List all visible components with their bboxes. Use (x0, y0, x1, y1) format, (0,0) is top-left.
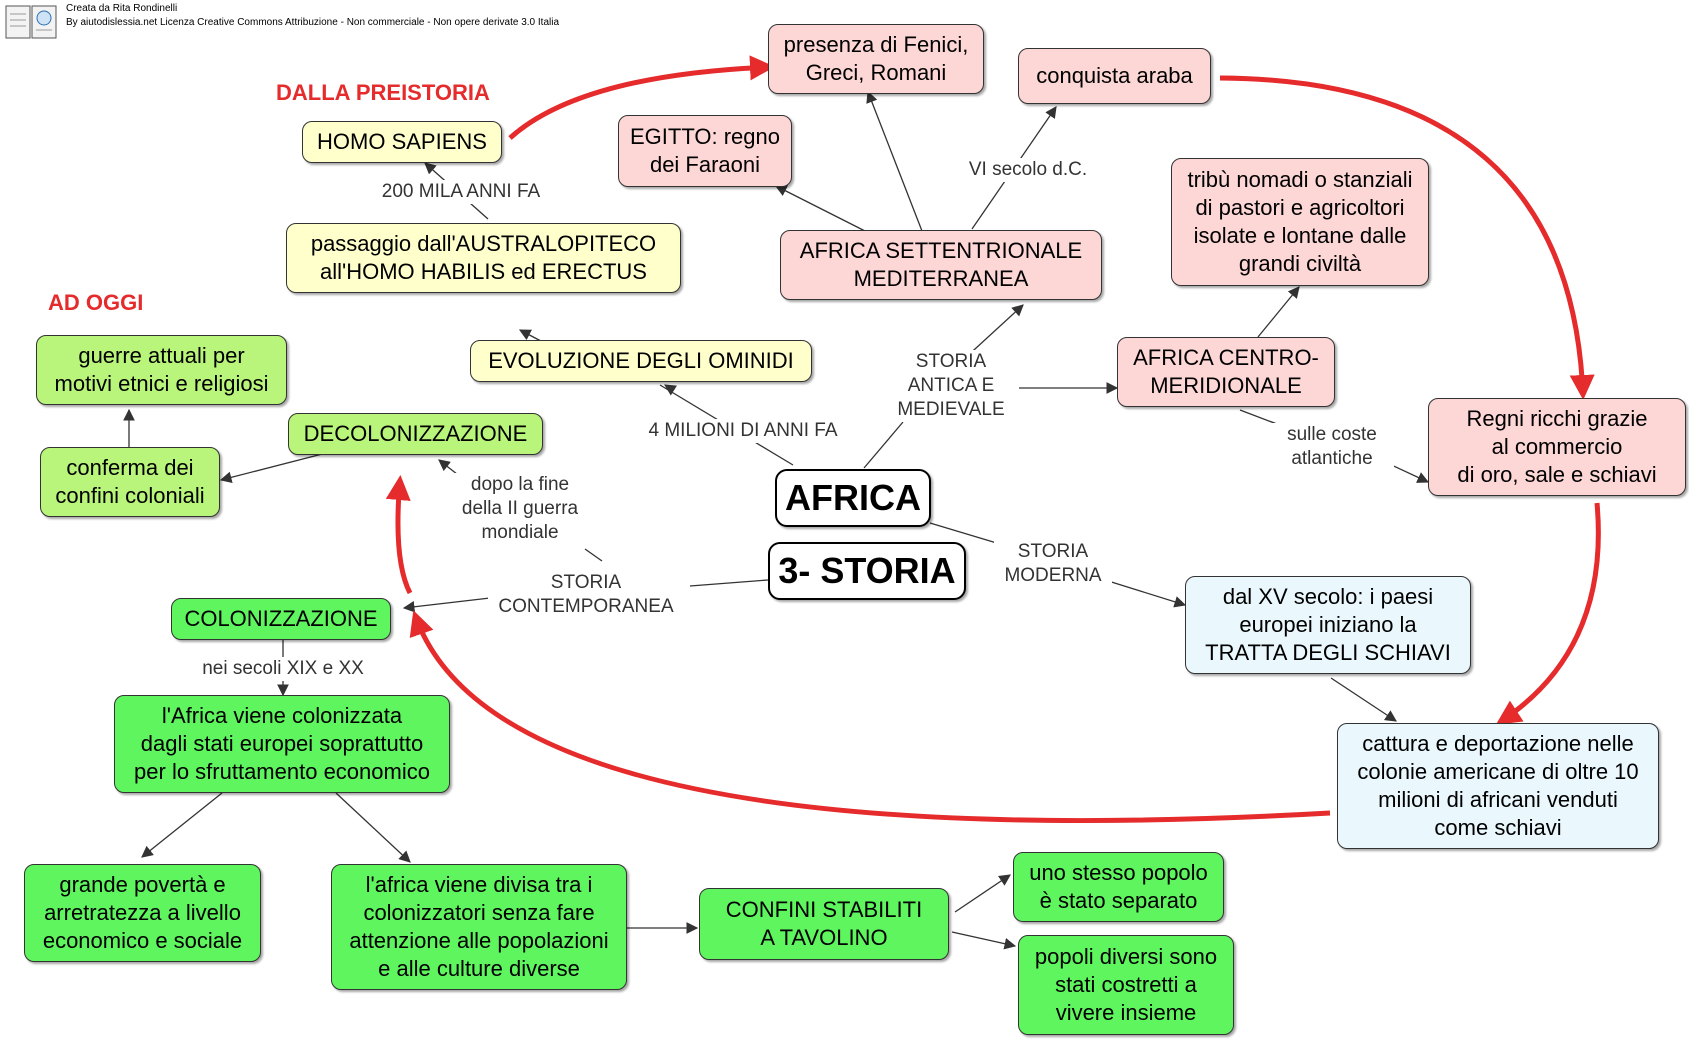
node-colonizzazione[interactable]: COLONIZZAZIONE (171, 598, 391, 640)
line-africa-moderna (929, 522, 1001, 545)
line-confini-costretti (951, 931, 1017, 950)
node-storia[interactable]: 3- STORIA (768, 542, 966, 600)
red-arrow-colonizzazione-decolonizzazione (385, 475, 413, 595)
label-4-milioni-anni: 4 MILIONI DI ANNI FA (633, 419, 853, 443)
credit-line-2: By aiutodislessia.net Licenza Creative C… (66, 17, 560, 28)
red-arrow-conquista-regni (1219, 75, 1595, 400)
line-tratta-cattura (1330, 677, 1397, 722)
line-colonizzata-poverta (141, 792, 223, 858)
node-confini[interactable]: CONFINI STABILITI A TAVOLINO (699, 888, 949, 960)
label-dopo-guerra: dopo la fine della II guerra mondiale (446, 473, 594, 545)
label-coste-atlantiche: sulle coste atlantiche (1270, 423, 1394, 471)
label-storia-contemporanea: STORIA CONTEMPORANEA (488, 571, 684, 619)
node-africa[interactable]: AFRICA (775, 469, 931, 527)
section-title-preistoria: DALLA PREISTORIA (276, 80, 490, 105)
node-egitto[interactable]: EGITTO: regno dei Faraoni (618, 115, 792, 187)
line-confini-separato (954, 874, 1011, 913)
line-contemporanea-dopo (584, 548, 603, 562)
line-settentrionale-egitto (774, 185, 866, 232)
node-decolonizzazione[interactable]: DECOLONIZZAZIONE (288, 413, 543, 455)
label-storia-moderna: STORIA MODERNA (994, 540, 1112, 588)
red-arrow-cattura-colonizzazione (409, 610, 1331, 824)
node-passaggio[interactable]: passaggio dall'AUSTRALOPITECO all'HOMO H… (286, 223, 681, 293)
node-guerre[interactable]: guerre attuali per motivi etnici e relig… (36, 335, 287, 405)
label-200-mila-anni: 200 MILA ANNI FA (368, 180, 554, 204)
node-cattura[interactable]: cattura e deportazione nelle colonie ame… (1337, 723, 1659, 849)
line-contemporanea-colonizzazione (402, 597, 491, 613)
node-fenici[interactable]: presenza di Fenici, Greci, Romani (768, 24, 984, 94)
node-conquista[interactable]: conquista araba (1018, 48, 1211, 104)
section-title-oggi: AD OGGI (48, 290, 144, 315)
line-moderna-tratta (1104, 579, 1187, 608)
label-vi-secolo: VI secolo d.C. (960, 158, 1096, 182)
red-arrow-homo-fenici (508, 55, 775, 140)
line-storia-contemporanea (689, 579, 769, 587)
credit-text: Creata da Rita Rondinelli By aiutodisles… (66, 2, 559, 30)
line-centro-tribu (1257, 286, 1300, 338)
node-colonizzata[interactable]: l'Africa viene colonizzata dagli stati e… (114, 695, 450, 793)
node-conferma[interactable]: conferma dei confini coloniali (40, 447, 220, 517)
node-tratta[interactable]: dal XV secolo: i paesi europei iniziano … (1185, 576, 1471, 674)
label-secoli-xix-xx: nei secoli XIX e XX (190, 657, 376, 681)
node-centro[interactable]: AFRICA CENTRO- MERIDIONALE (1117, 337, 1335, 407)
node-tribu[interactable]: tribù nomadi o stanziali di pastori e ag… (1171, 158, 1429, 286)
node-evoluzione[interactable]: EVOLUZIONE DEGLI OMINIDI (470, 340, 812, 382)
label-storia-antica: STORIA ANTICA E MEDIEVALE (883, 350, 1019, 422)
node-regni[interactable]: Regni ricchi grazie al commercio di oro,… (1428, 398, 1686, 496)
node-separato[interactable]: uno stesso popolo è stato separato (1013, 852, 1224, 922)
line-settentrionale-fenici (866, 90, 923, 232)
node-poverta[interactable]: grande povertà e arretratezza a livello … (24, 864, 261, 962)
node-costretti[interactable]: popoli diversi sono stati costretti a vi… (1018, 935, 1234, 1035)
red-arrow-regni-cattura (1495, 502, 1601, 725)
line-decolonizzazione-conferma (219, 451, 331, 484)
line-africa-antica (863, 421, 904, 469)
node-settentrionale[interactable]: AFRICA SETTENTRIONALE MEDITERRANEA (780, 230, 1102, 300)
credit-line-1: Creata da Rita Rondinelli (66, 3, 178, 14)
node-homo-sapiens[interactable]: HOMO SAPIENS (302, 121, 502, 163)
book-logo-icon (5, 5, 57, 39)
node-divisa[interactable]: l'africa viene divisa tra i colonizzator… (331, 864, 627, 990)
line-colonizzata-divisa (335, 792, 411, 863)
